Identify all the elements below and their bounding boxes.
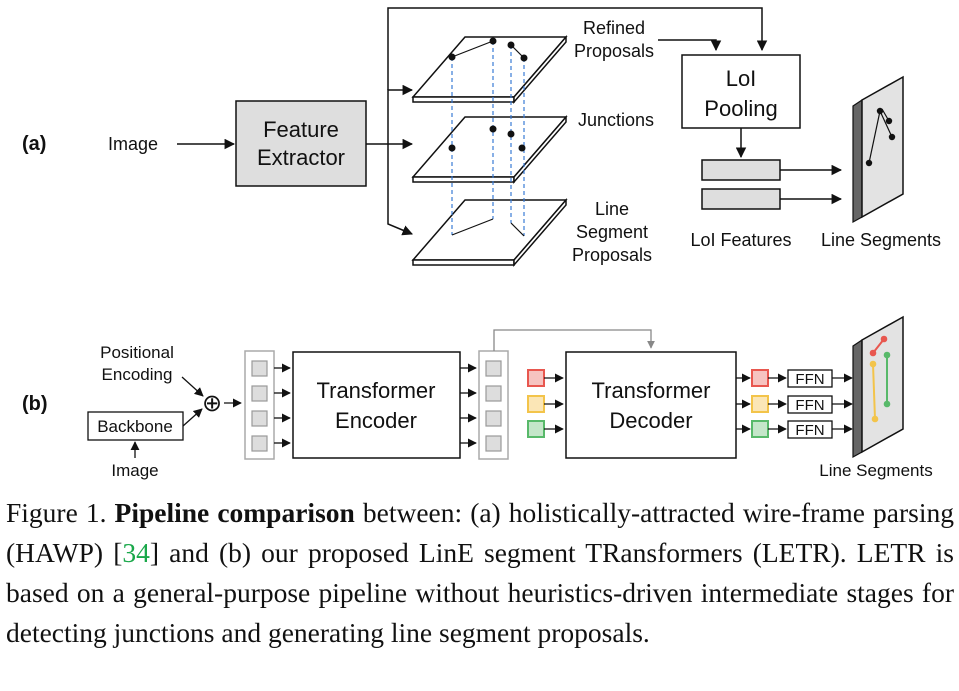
top-feedback-arrow <box>387 7 768 90</box>
panel-a-output <box>852 75 904 224</box>
positional-encoding-line2: Encoding <box>102 365 173 384</box>
loi-feature-bar-1 <box>701 159 781 181</box>
caption-text-2: ] and (b) our proposed LinE segment TRan… <box>6 537 954 648</box>
figure-caption: Figure 1. Pipeline comparison between: (… <box>6 493 954 653</box>
pipeline-figure: (a) Image Feature Extractor <box>22 7 941 480</box>
feature-extractor-box <box>235 100 367 187</box>
backbone-box <box>87 411 184 441</box>
junction-point <box>520 54 528 62</box>
proposal-planes <box>411 34 568 268</box>
loi-features-label: LoI Features <box>690 230 791 250</box>
feature-extractor-line2: Extractor <box>257 145 345 170</box>
feature-extractor-line1: Feature <box>263 117 339 142</box>
ffn-label-1: FFN <box>795 371 824 388</box>
line-queries <box>527 369 545 438</box>
loi-pooling-line1: LoI <box>726 66 757 91</box>
junctions-label: Junctions <box>578 110 654 130</box>
extractor-to-refined-arrow <box>387 84 414 144</box>
backbone-label: Backbone <box>97 417 173 436</box>
citation-link[interactable]: 34 <box>122 537 150 568</box>
junction-point <box>448 53 456 61</box>
query-token <box>751 420 769 438</box>
junction-point <box>507 130 515 138</box>
query-token <box>751 369 769 387</box>
positional-encoding-line1: Positional <box>100 343 174 362</box>
panel-a-label: (a) <box>22 133 46 155</box>
query-token <box>751 395 769 413</box>
refined-proposals-line1: Refined <box>583 18 645 38</box>
ffn-label-2: FFN <box>795 397 824 414</box>
segment-endpoint <box>871 415 879 423</box>
panel-a-line-segments-label: Line Segments <box>821 230 941 250</box>
query-token <box>527 420 545 438</box>
ffn-label-3: FFN <box>795 422 824 439</box>
dashed-connectors <box>451 41 525 236</box>
query-token <box>527 395 545 413</box>
panel-a-image-label: Image <box>108 134 158 154</box>
panel-b-output <box>852 315 904 459</box>
transformer-encoder-line1: Transformer <box>317 378 436 403</box>
junction-point <box>489 37 497 45</box>
segment-endpoint <box>883 351 891 359</box>
encoder-input-tokens <box>244 350 275 460</box>
transformer-encoder-line2: Encoder <box>335 408 417 433</box>
segment-endpoint <box>869 360 877 368</box>
junction-point <box>518 144 526 152</box>
transformer-decoder-box <box>565 351 737 459</box>
extractor-to-proposals-arrow <box>387 144 413 236</box>
transformer-decoder-line2: Decoder <box>609 408 692 433</box>
encoder-output-tokens <box>478 350 509 460</box>
panel-b: (b) Positional Encoding Backbone Image ⊕… <box>22 315 933 480</box>
panel-a: (a) Image Feature Extractor <box>22 7 941 268</box>
loi-pooling-line2: Pooling <box>704 96 777 121</box>
memory-arrow <box>493 329 655 351</box>
panel-b-line-segments-label: Line Segments <box>819 461 932 480</box>
line-proposals-line2: Segment <box>576 222 648 242</box>
segment-endpoint <box>883 400 891 408</box>
line-proposals-line3: Proposals <box>572 245 652 265</box>
junction-point <box>448 144 456 152</box>
loi-feature-bar-2 <box>701 188 781 210</box>
transformer-decoder-line1: Transformer <box>592 378 711 403</box>
segment-endpoint <box>869 349 877 357</box>
figure-number: Figure 1. <box>6 497 107 528</box>
segment-endpoint <box>880 335 888 343</box>
caption-title: Pipeline comparison <box>114 497 355 528</box>
query-token <box>527 369 545 387</box>
caption-text-1: between: (a) holistically-attracted wire… <box>6 497 954 568</box>
line-proposals-line1: Line <box>595 199 629 219</box>
junction-point <box>489 125 497 133</box>
refined-to-pooling-arrow <box>658 39 722 52</box>
refined-proposals-line2: Proposals <box>574 41 654 61</box>
decoder-outputs <box>751 369 769 438</box>
transformer-encoder-box <box>292 351 461 459</box>
junction-point <box>507 41 515 49</box>
panel-b-label: (b) <box>22 393 48 415</box>
panel-b-image-label: Image <box>111 461 158 480</box>
predicted-line-segment <box>872 363 876 420</box>
plus-icon: ⊕ <box>202 390 222 417</box>
